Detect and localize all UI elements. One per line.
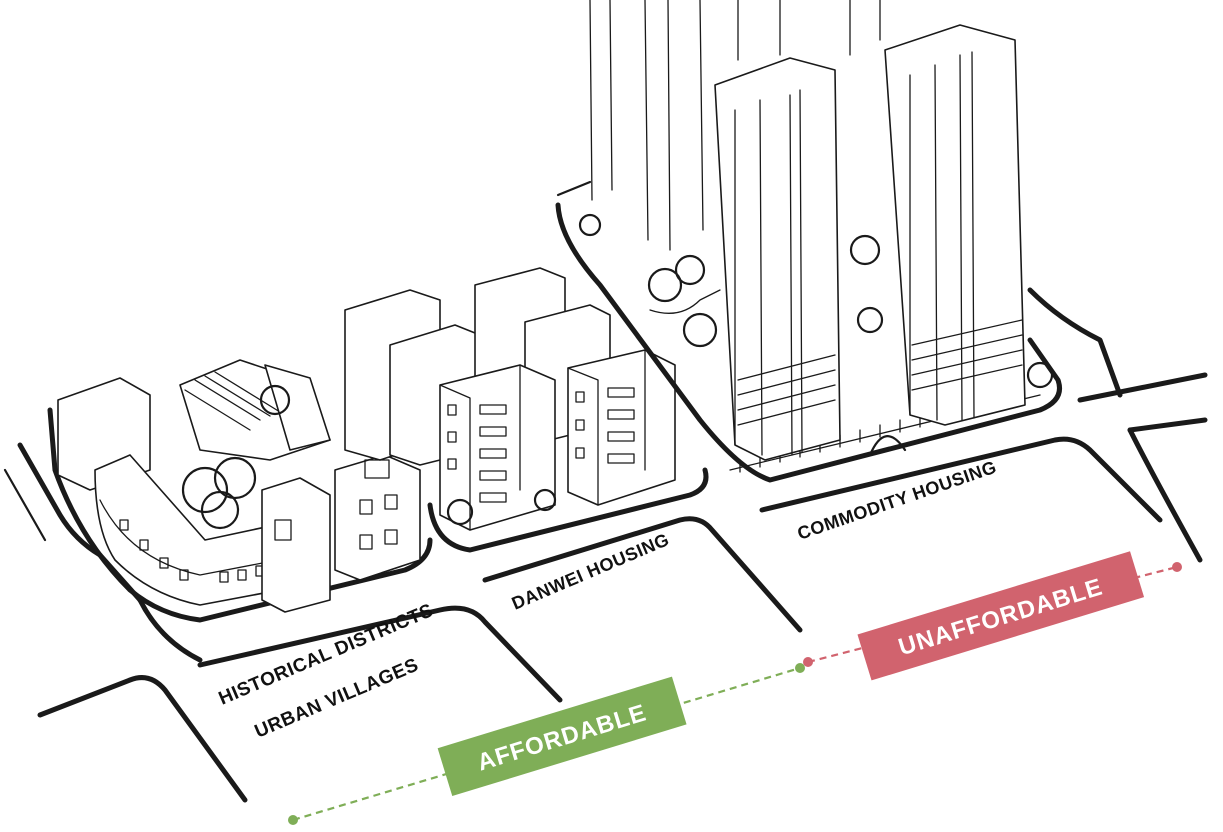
streets [3,287,1208,803]
affordable-tag: AFFORDABLE [437,676,687,797]
unaffordable-start-dot [803,657,813,667]
block-danwei [344,267,709,553]
label-commodity-housing: COMMODITY HOUSING [795,457,999,544]
block-commodity [555,0,1062,483]
block-historical [47,359,433,623]
slab2-windows [575,387,635,464]
unaffordable-tag: UNAFFORDABLE [857,551,1145,681]
affordable-start-dot [288,815,298,825]
tree-cluster [181,384,291,530]
label-danwei-housing: DANWEI HOUSING [509,529,672,613]
affordability-scale: AFFORDABLE UNAFFORDABLE [288,551,1182,825]
unaffordable-end-dot [1172,562,1182,572]
affordable-end-dot [795,663,805,673]
slab1-windows [447,404,507,503]
garden-trees [578,213,1054,389]
